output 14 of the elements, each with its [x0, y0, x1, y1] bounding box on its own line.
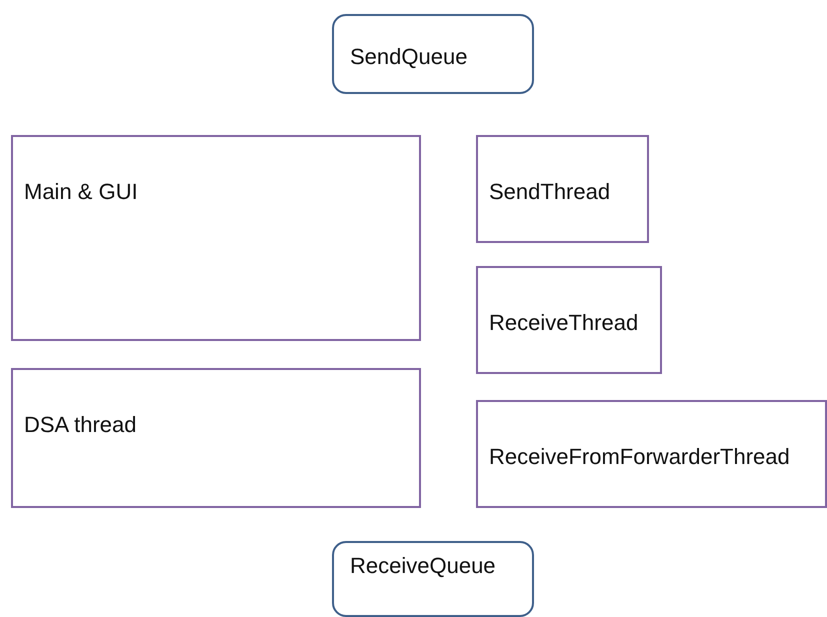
thread-box — [476, 135, 649, 243]
box-label: SendThread — [489, 179, 610, 205]
box-label: ReceiveQueue — [350, 553, 496, 579]
thread-box — [11, 368, 421, 508]
box-label: ReceiveThread — [489, 310, 638, 336]
box-label: DSA thread — [24, 412, 137, 438]
thread-box — [476, 266, 662, 374]
box-label: ReceiveFromForwarderThread — [489, 444, 790, 470]
box-label: Main & GUI — [24, 179, 138, 205]
thread-box — [11, 135, 421, 341]
queue-box — [332, 14, 534, 94]
box-label: SendQueue — [350, 44, 468, 70]
queue-box — [332, 541, 534, 617]
thread-box — [476, 400, 827, 508]
